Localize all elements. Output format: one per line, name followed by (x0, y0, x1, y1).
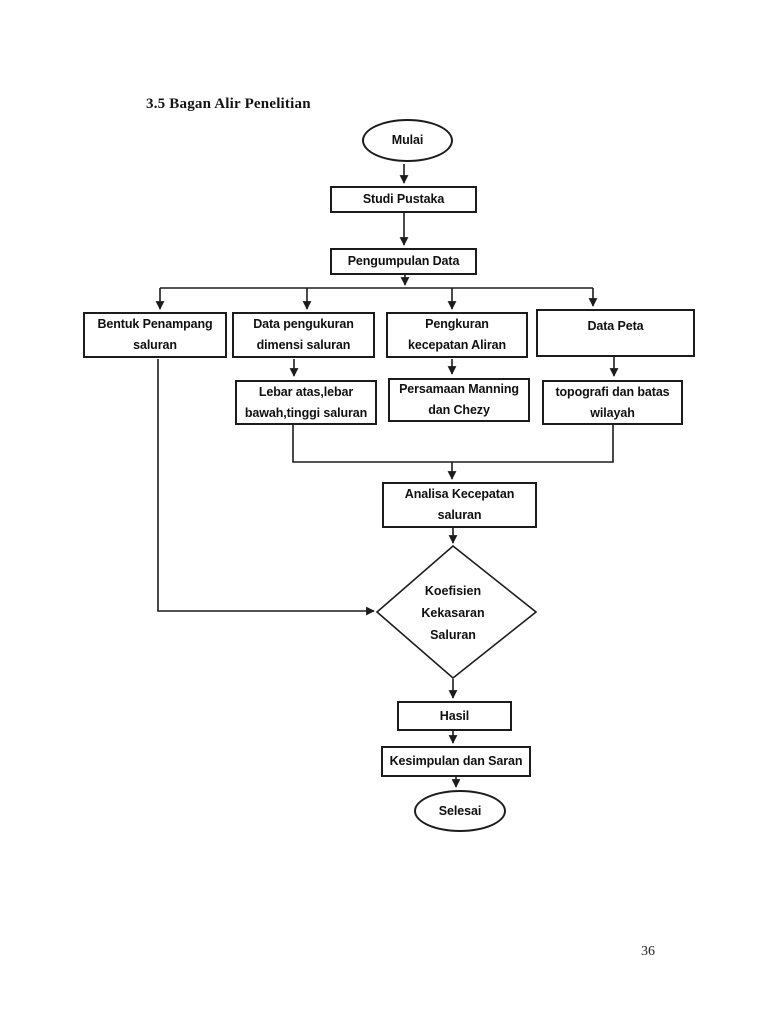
flow-node-studi-pustaka: Studi Pustaka (330, 186, 477, 213)
merge-line (292, 425, 614, 463)
flow-node-analisa-kecepatan: Analisa Kecepatan saluran (382, 482, 537, 528)
flow-node-mulai: Mulai (362, 119, 453, 162)
flow-node-selesai: Selesai (414, 790, 506, 832)
flow-node-persamaan-manning: Persamaan Manning dan Chezy (388, 378, 530, 422)
flow-node-koefisien-kekasaran: Koefisien Kekasaran Saluran (421, 584, 485, 642)
flow-node-data-peta: Data Peta (536, 309, 695, 357)
flow-node-data-pengukuran: Data pengukuran dimensi saluran (232, 312, 375, 358)
flow-node-pengkuran-kecepatan: Pengkuran kecepatan Aliran (386, 312, 528, 358)
flow-node-bentuk-penampang: Bentuk Penampang saluran (83, 312, 227, 358)
flow-node-kesimpulan-saran: Kesimpulan dan Saran (381, 746, 531, 777)
flow-node-lebar-atas: Lebar atas,lebar bawah,tinggi saluran (235, 380, 377, 425)
flow-node-topografi: topografi dan batas wilayah (542, 380, 683, 425)
flow-node-pengumpulan-data: Pengumpulan Data (330, 248, 477, 275)
flow-node-hasil: Hasil (397, 701, 512, 731)
section-heading: 3.5 Bagan Alir Penelitian (146, 96, 311, 112)
page-number: 36 (641, 944, 655, 959)
